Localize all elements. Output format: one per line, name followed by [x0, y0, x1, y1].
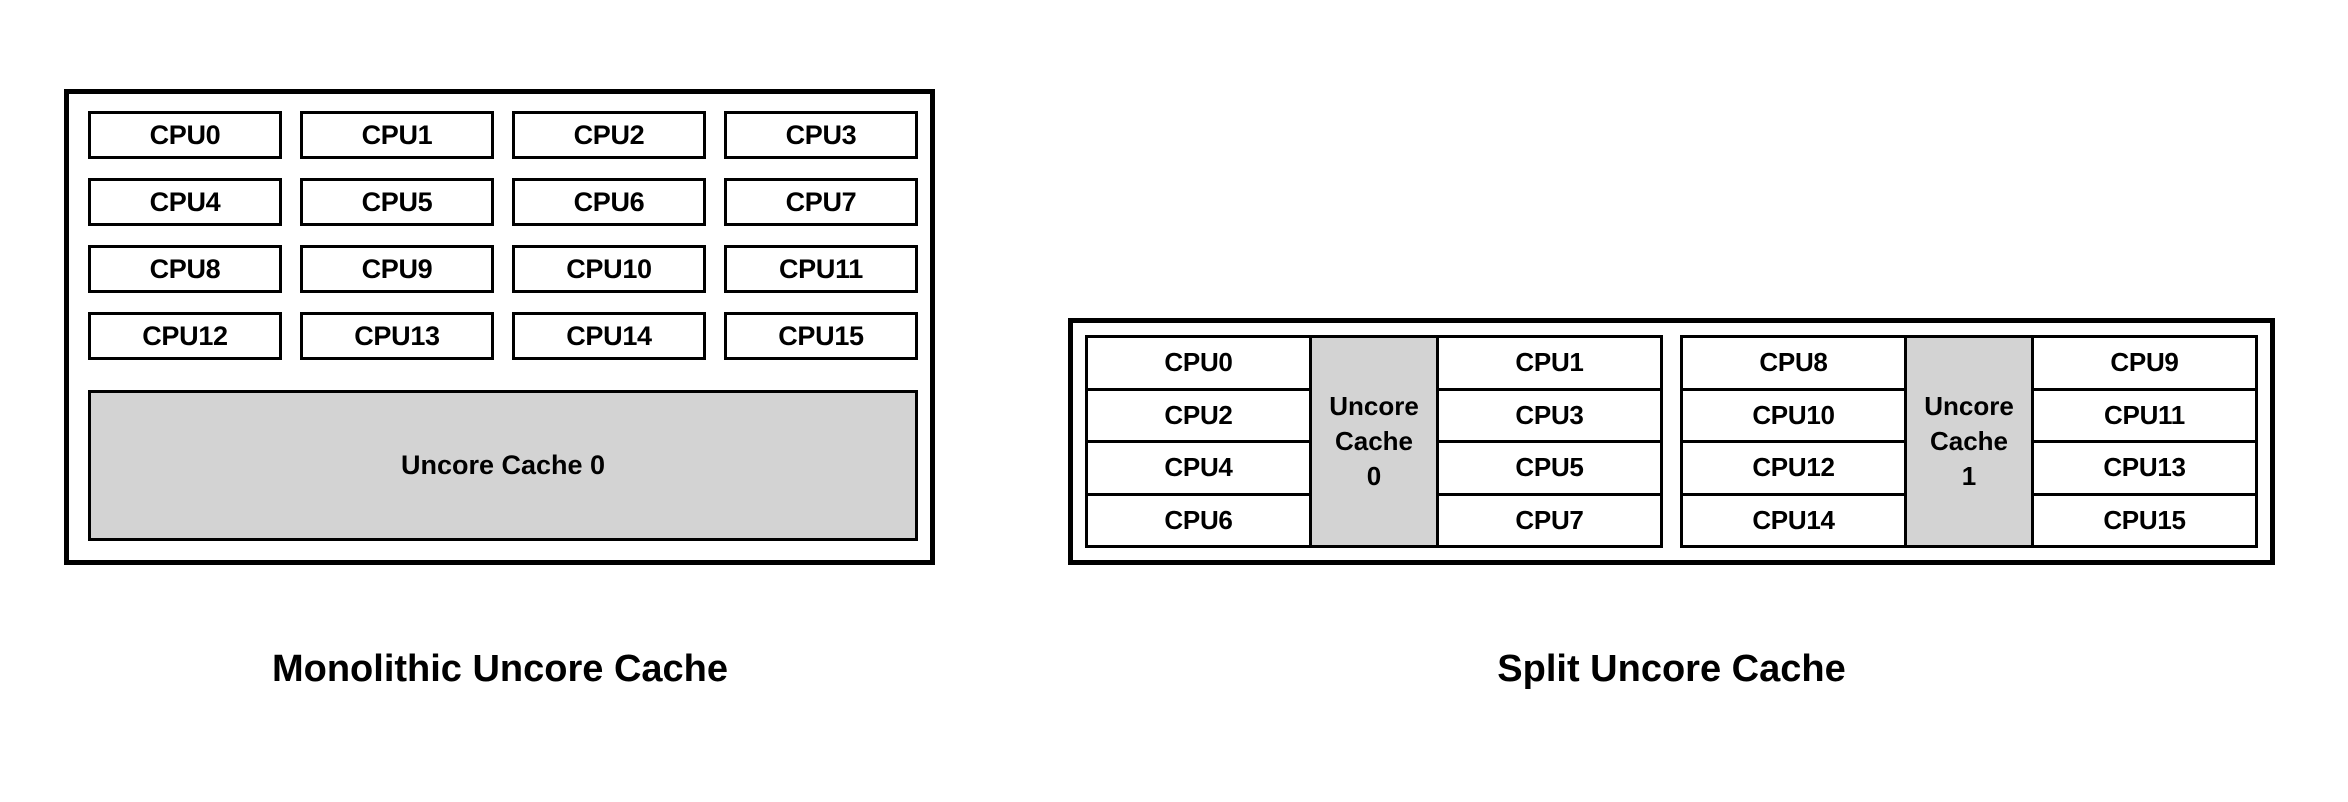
cpu-box: CPU2 [512, 111, 706, 159]
cpu-box: CPU7 [1439, 495, 1660, 545]
cpu-box: CPU1 [1439, 338, 1660, 391]
split-figure-caption: Split Uncore Cache [1497, 648, 1846, 690]
cpu-box: CPU4 [1088, 443, 1309, 496]
split-cache-group: CPU8 CPU10 CPU12 CPU14 Uncore Cache 1 CP… [1680, 335, 2258, 548]
cpu-box: CPU10 [1683, 390, 1904, 443]
uncore-cache-block: Uncore Cache 0 [88, 390, 918, 541]
cpu-box: CPU5 [300, 178, 494, 226]
cpu-box: CPU6 [512, 178, 706, 226]
cpu-box: CPU1 [300, 111, 494, 159]
cpu-column-left: CPU8 CPU10 CPU12 CPU14 [1683, 338, 1904, 545]
cpu-box: CPU15 [724, 312, 918, 360]
cpu-box: CPU2 [1088, 390, 1309, 443]
monolithic-uncore-cache-diagram: CPU0 CPU1 CPU2 CPU3 CPU4 CPU5 CPU6 CPU7 … [64, 89, 935, 565]
cpu-box: CPU13 [300, 312, 494, 360]
cpu-box: CPU14 [512, 312, 706, 360]
cpu-box: CPU12 [88, 312, 282, 360]
cpu-box: CPU0 [88, 111, 282, 159]
cpu-column-right: CPU9 CPU11 CPU13 CPU15 [2034, 338, 2255, 545]
cpu-box: CPU11 [724, 245, 918, 293]
cpu-box: CPU11 [2034, 390, 2255, 443]
cpu-box: CPU3 [1439, 390, 1660, 443]
cpu-box: CPU6 [1088, 495, 1309, 545]
uncore-cache-block: Uncore Cache 0 [1309, 338, 1439, 545]
cpu-box: CPU8 [1683, 338, 1904, 391]
cpu-box: CPU3 [724, 111, 918, 159]
uncore-cache-block: Uncore Cache 1 [1904, 338, 2034, 545]
monolithic-cpu-grid: CPU0 CPU1 CPU2 CPU3 CPU4 CPU5 CPU6 CPU7 … [88, 111, 918, 360]
cpu-column-right: CPU1 CPU3 CPU5 CPU7 [1439, 338, 1660, 545]
cpu-box: CPU7 [724, 178, 918, 226]
cpu-box: CPU8 [88, 245, 282, 293]
cpu-box: CPU9 [2034, 338, 2255, 391]
split-uncore-cache-diagram: CPU0 CPU2 CPU4 CPU6 Uncore Cache 0 CPU1 … [1068, 318, 2275, 565]
cpu-column-left: CPU0 CPU2 CPU4 CPU6 [1088, 338, 1309, 545]
cpu-box: CPU4 [88, 178, 282, 226]
cpu-box: CPU10 [512, 245, 706, 293]
monolithic-figure-caption: Monolithic Uncore Cache [271, 648, 729, 690]
cpu-box: CPU12 [1683, 443, 1904, 496]
cpu-box: CPU15 [2034, 495, 2255, 545]
cpu-box: CPU0 [1088, 338, 1309, 391]
cpu-box: CPU5 [1439, 443, 1660, 496]
split-cache-group: CPU0 CPU2 CPU4 CPU6 Uncore Cache 0 CPU1 … [1085, 335, 1663, 548]
cpu-box: CPU14 [1683, 495, 1904, 545]
split-cache-groups: CPU0 CPU2 CPU4 CPU6 Uncore Cache 0 CPU1 … [1085, 335, 2258, 548]
cpu-box: CPU9 [300, 245, 494, 293]
cpu-box: CPU13 [2034, 443, 2255, 496]
